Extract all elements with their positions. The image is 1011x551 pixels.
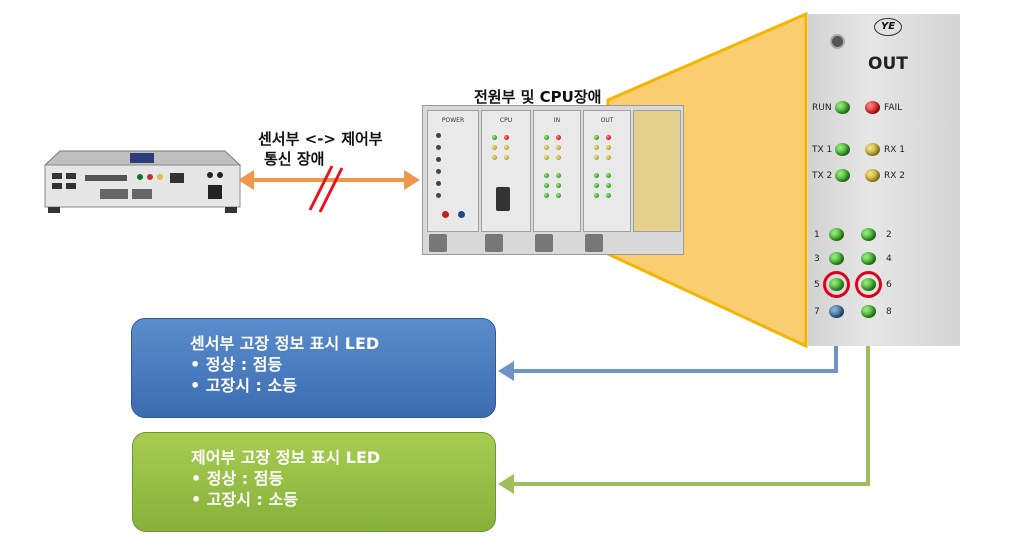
- panel-title: OUT: [868, 54, 908, 74]
- out-panel-closeup: YE OUT RUN FAIL TX 1 RX 1 TX 2 RX 2 1 2 …: [808, 14, 960, 346]
- comm-double-arrow: [238, 170, 420, 190]
- power-cpu-fault-label: 전원부 및 CPU장애: [474, 88, 602, 106]
- sensor-box-title: 센서부 고장 정보 표시 LED: [190, 334, 380, 353]
- ch4-led: [861, 252, 876, 265]
- ch1-label: 1: [814, 230, 820, 240]
- ch6-label: 6: [886, 280, 892, 290]
- ch1-led: [829, 228, 844, 241]
- ch3-label: 3: [814, 254, 820, 264]
- control-box-normal: • 정상 : 점등: [191, 469, 284, 488]
- ch2-label: 2: [886, 230, 892, 240]
- rack-card-label: CPU: [499, 117, 513, 124]
- fail-label: FAIL: [884, 103, 903, 113]
- comm-fault-label-line2: 통신 장애: [264, 150, 325, 168]
- ch8-label: 8: [886, 307, 892, 317]
- tx1-led: [835, 143, 850, 156]
- rack-card-label: IN: [553, 117, 561, 124]
- rack-handle: [429, 234, 447, 252]
- control-led-connector: [498, 302, 870, 494]
- rack-handle: [585, 234, 603, 252]
- rack-card-in: IN: [533, 110, 581, 232]
- control-box-title: 제어부 고장 정보 표시 LED: [191, 448, 381, 467]
- rack-card-label: OUT: [600, 117, 614, 124]
- run-led: [835, 101, 850, 114]
- tx2-led: [835, 169, 850, 182]
- panel-screw: [830, 34, 845, 49]
- sensor-box-fault: • 고장시 : 소등: [190, 376, 297, 395]
- comm-fault-label-line1: 센서부 <-> 제어부: [258, 130, 383, 148]
- fail-led: [865, 101, 880, 114]
- rack-card-extra: [633, 110, 681, 232]
- sensor-device-illustration: [40, 143, 245, 215]
- ch4-label: 4: [886, 254, 892, 264]
- tx1-label: TX 1: [812, 145, 833, 155]
- rack-card-power: POWER: [427, 110, 479, 232]
- rack-card-label: POWER: [441, 117, 465, 124]
- tx2-label: TX 2: [812, 171, 833, 181]
- ch6-highlight-ring: [855, 271, 882, 298]
- ch8-led: [861, 305, 876, 318]
- fault-slash-mark: [308, 165, 344, 213]
- ch7-label: 7: [814, 307, 820, 317]
- rack-card-out: OUT: [583, 110, 631, 232]
- rx2-label: RX 2: [884, 171, 906, 181]
- rack-handle: [535, 234, 553, 252]
- ch5-highlight-ring: [823, 271, 850, 298]
- ch2-led: [861, 228, 876, 241]
- sensor-fault-info-box: 센서부 고장 정보 표시 LED • 정상 : 점등 • 고장시 : 소등: [131, 318, 496, 418]
- rx2-led: [865, 169, 880, 182]
- control-box-fault: • 고장시 : 소등: [191, 490, 298, 509]
- rx1-label: RX 1: [884, 145, 906, 155]
- ch7-led: [829, 305, 844, 318]
- ch5-label: 5: [814, 280, 820, 290]
- panel-logo: YE: [874, 18, 902, 36]
- run-label: RUN: [812, 103, 832, 113]
- sensor-box-normal: • 정상 : 점등: [190, 355, 283, 374]
- control-rack-illustration: POWER CPU IN OUT: [422, 105, 684, 255]
- rx1-led: [865, 143, 880, 156]
- ch3-led: [829, 252, 844, 265]
- rack-card-cpu: CPU: [481, 110, 531, 232]
- rack-handle: [485, 234, 503, 252]
- control-fault-info-box: 제어부 고장 정보 표시 LED • 정상 : 점등 • 고장시 : 소등: [132, 432, 496, 532]
